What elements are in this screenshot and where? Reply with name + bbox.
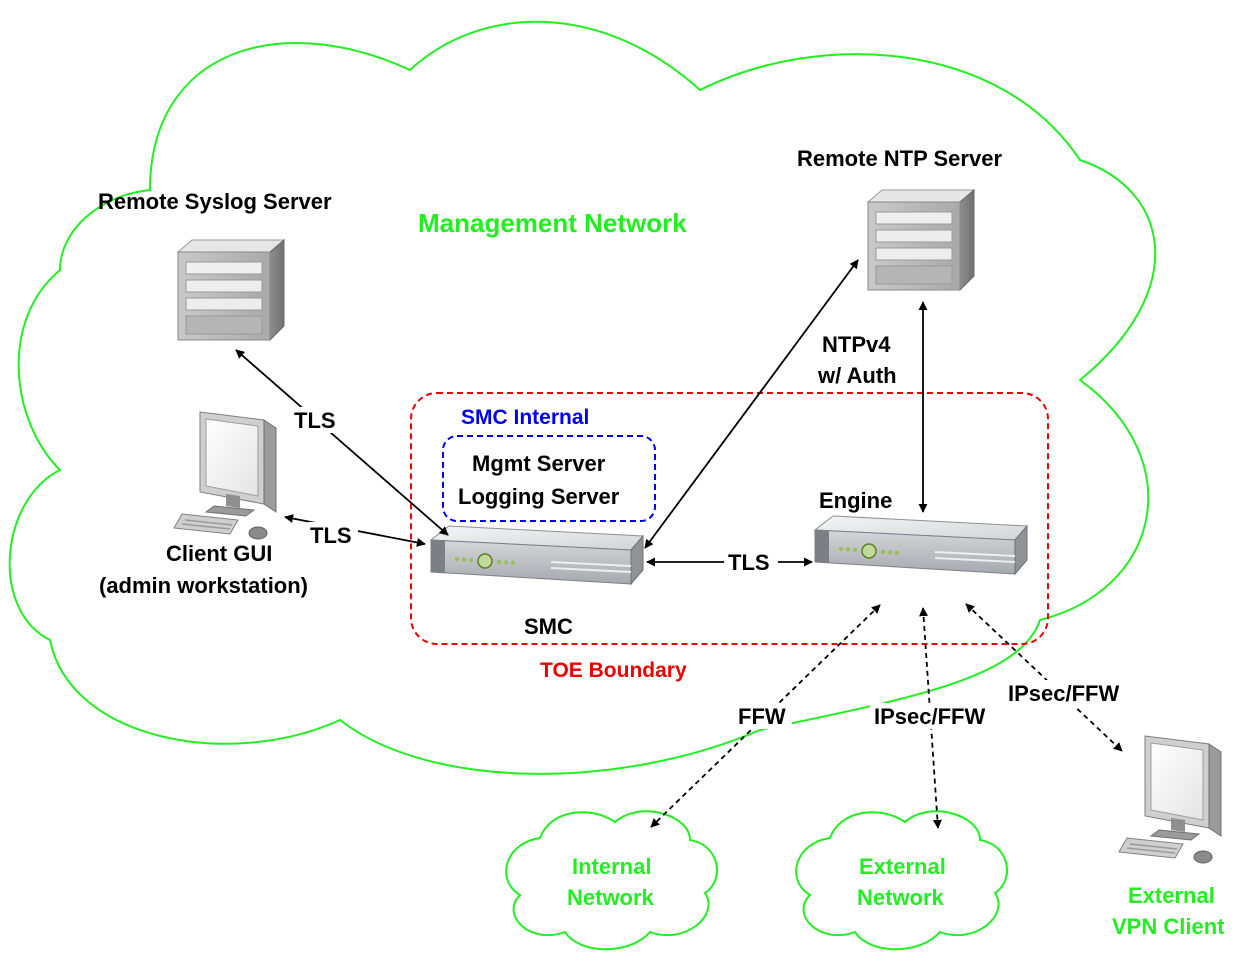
smc-internal-label: SMC Internal (461, 406, 589, 429)
tls-engine-label: TLS (728, 550, 770, 575)
ntp-protocol-label: NTPv4 (822, 332, 891, 357)
syslog-server-label: Remote Syslog Server (98, 189, 332, 214)
logging-server-label: Logging Server (458, 484, 620, 509)
tls-syslog-label: TLS (294, 408, 336, 433)
internal-network-label: Internal (572, 854, 651, 879)
ipsec-ffw-external-label: IPsec/FFW (874, 704, 985, 729)
external-network-cloud (795, 810, 1008, 951)
engine-label: Engine (819, 488, 892, 513)
ntp-server-icon (867, 189, 975, 291)
internal-network-cloud (505, 810, 718, 951)
vpn-client-sublabel: VPN Client (1112, 914, 1225, 939)
ipsec-ffw-vpn-label: IPsec/FFW (1008, 681, 1119, 706)
client-gui-sublabel: (admin workstation) (99, 573, 308, 598)
engine-appliance-icon (814, 515, 1028, 575)
external-network-label: External (859, 854, 946, 879)
syslog-server-icon (177, 239, 285, 341)
vpn-client-monitor-icon (1118, 735, 1222, 864)
smc-syslog-connector (235, 349, 449, 536)
management-network-title: Management Network (418, 208, 687, 238)
smc-ntp-connector (644, 259, 859, 549)
tls-client-label: TLS (310, 523, 352, 548)
toe-boundary-box (410, 392, 1049, 645)
toe-boundary-label: TOE Boundary (540, 659, 687, 682)
mgmt-server-label: Mgmt Server (472, 451, 606, 476)
engine-internal-connector (650, 604, 881, 828)
smc-label: SMC (524, 614, 573, 639)
ntp-auth-label: w/ Auth (817, 363, 897, 388)
ntp-server-label: Remote NTP Server (797, 146, 1002, 171)
ffw-label: FFW (738, 704, 786, 729)
client-monitor-icon (173, 411, 277, 540)
smc-appliance-icon (430, 525, 644, 585)
client-gui-label: Client GUI (166, 541, 272, 566)
vpn-client-label: External (1128, 883, 1215, 908)
internal-network-sublabel: Network (567, 885, 655, 910)
external-network-sublabel: Network (857, 885, 945, 910)
